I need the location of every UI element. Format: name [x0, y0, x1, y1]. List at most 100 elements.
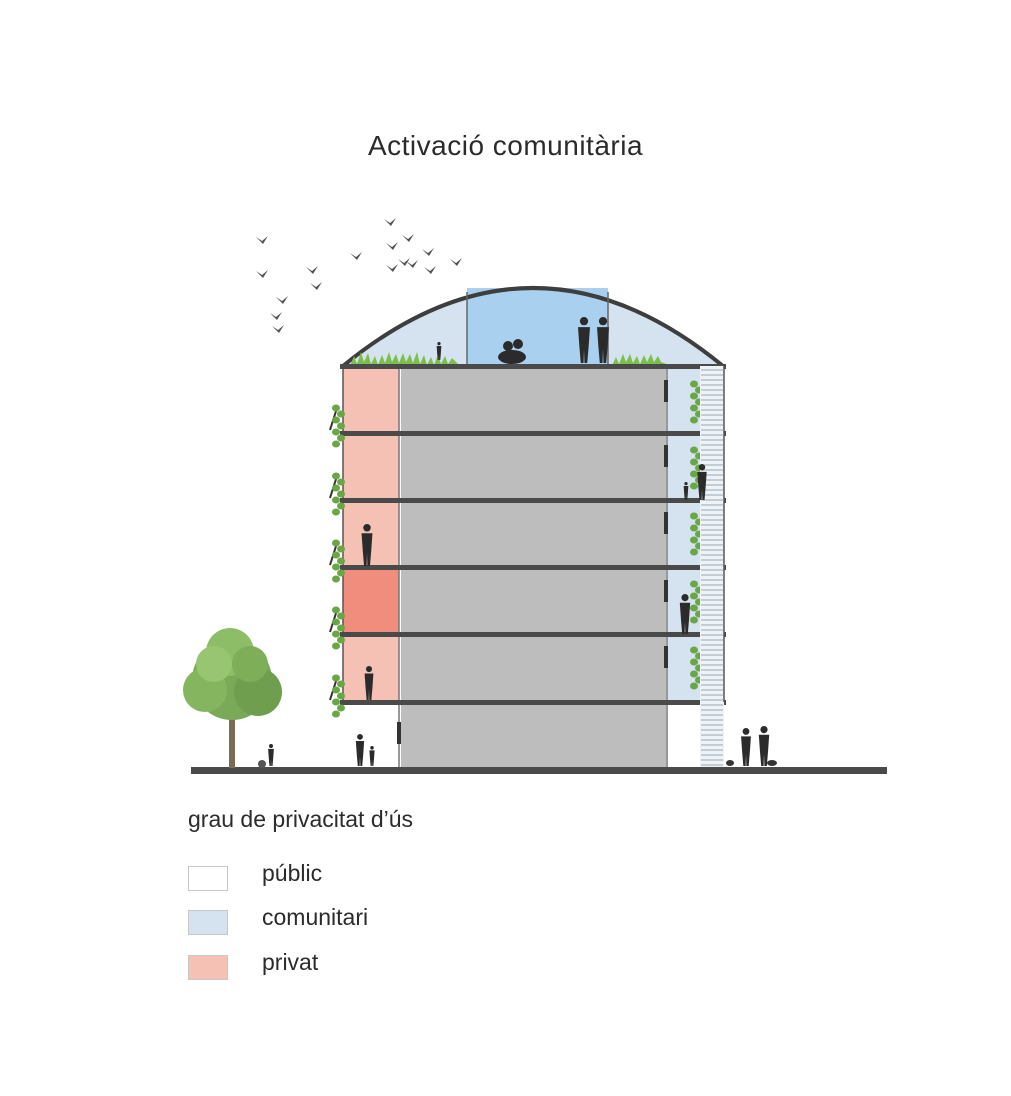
plant-icon	[332, 710, 340, 718]
plant-icon	[332, 630, 340, 638]
floor-slab	[340, 498, 726, 503]
person-head	[698, 464, 706, 471]
person-head	[579, 317, 589, 326]
person-icon	[361, 524, 373, 566]
floor-slab	[340, 431, 726, 436]
plant-icon	[337, 478, 345, 486]
window-mark	[664, 646, 668, 668]
person-icon	[679, 594, 691, 634]
bird-icon	[350, 252, 362, 260]
legend-label-public: públic	[262, 860, 323, 886]
bird-icon	[386, 264, 398, 272]
person-icon	[578, 317, 590, 363]
plant-icon	[690, 592, 698, 600]
plant-icon	[337, 557, 345, 565]
window-mark	[664, 445, 668, 467]
person-body	[364, 673, 374, 700]
plant-icon	[690, 604, 698, 612]
floor-slab	[340, 700, 726, 705]
window-mark	[664, 380, 668, 402]
person-head	[681, 594, 689, 602]
person-head	[269, 744, 273, 748]
plant-icon	[690, 524, 698, 532]
person-icon	[498, 350, 526, 364]
plant-icon	[337, 434, 345, 442]
person-icon	[597, 317, 609, 363]
person-body	[578, 327, 590, 363]
person-body	[355, 741, 365, 766]
person-head	[357, 734, 363, 740]
plant-icon	[690, 482, 698, 490]
plant-icon	[690, 446, 698, 454]
plant-icon	[337, 422, 345, 430]
person-icon	[758, 726, 770, 766]
plant-icon	[332, 606, 340, 614]
plant-icon	[690, 470, 698, 478]
plant-icon	[690, 380, 698, 388]
legend-swatch-public	[188, 866, 228, 891]
person-head	[742, 728, 750, 735]
person-icon	[683, 482, 689, 500]
person-body	[268, 748, 274, 766]
person-icon	[364, 666, 374, 700]
roof-grass-right	[612, 354, 672, 366]
plant-icon	[337, 490, 345, 498]
plant-icon	[332, 508, 340, 516]
diagram-title: Activació comunitària	[367, 130, 644, 161]
roof-arc	[341, 286, 725, 368]
roof-grass-left	[350, 352, 460, 366]
plant-icon	[337, 680, 345, 688]
dog-icon	[767, 760, 777, 766]
stroller-wheel	[258, 760, 266, 768]
plant-icon	[332, 618, 340, 626]
private-unit	[343, 366, 399, 433]
person-head	[598, 317, 608, 326]
person-body	[741, 736, 751, 766]
plant-icon	[690, 392, 698, 400]
plant-icon	[690, 670, 698, 678]
person-icon	[355, 734, 365, 766]
plant-icon	[332, 563, 340, 571]
plant-icon	[332, 428, 340, 436]
birds-group	[256, 218, 462, 333]
plant-icon	[332, 539, 340, 547]
bird-icon	[406, 260, 418, 268]
window-mark	[397, 722, 401, 744]
person-head	[437, 342, 441, 346]
bird-icon	[424, 266, 436, 274]
person-icon	[741, 728, 751, 766]
dog-icon	[726, 760, 734, 766]
plant-icon	[332, 484, 340, 492]
bird-icon	[398, 258, 410, 266]
plant-icon	[337, 624, 345, 632]
person-icon	[268, 744, 274, 766]
person-body	[697, 471, 707, 500]
person-body	[679, 602, 691, 634]
private-unit	[343, 567, 399, 634]
person-icon	[436, 342, 442, 360]
bird-icon	[402, 234, 414, 242]
legend-swatch-private	[188, 955, 228, 980]
person-head	[370, 746, 374, 750]
plant-icon	[690, 416, 698, 424]
plant-icon	[690, 512, 698, 520]
plant-icon	[332, 440, 340, 448]
person-head	[363, 524, 371, 532]
legend-swatch-communal	[188, 910, 228, 935]
communal-walkway	[668, 500, 700, 567]
bird-icon	[306, 266, 318, 274]
plant-icon	[690, 616, 698, 624]
legend-title: grau de privacitat d’ús	[188, 806, 414, 832]
person-head	[513, 339, 523, 349]
plant-icon	[337, 704, 345, 712]
plant-icon	[332, 686, 340, 694]
person-icon	[369, 746, 375, 766]
person-body	[369, 750, 375, 766]
plant-icon	[690, 536, 698, 544]
person-body	[758, 734, 770, 766]
person-body	[361, 533, 373, 566]
plant-icon	[337, 636, 345, 644]
roof-garden	[341, 286, 725, 368]
person-head	[365, 666, 373, 673]
plant-icon	[690, 682, 698, 690]
